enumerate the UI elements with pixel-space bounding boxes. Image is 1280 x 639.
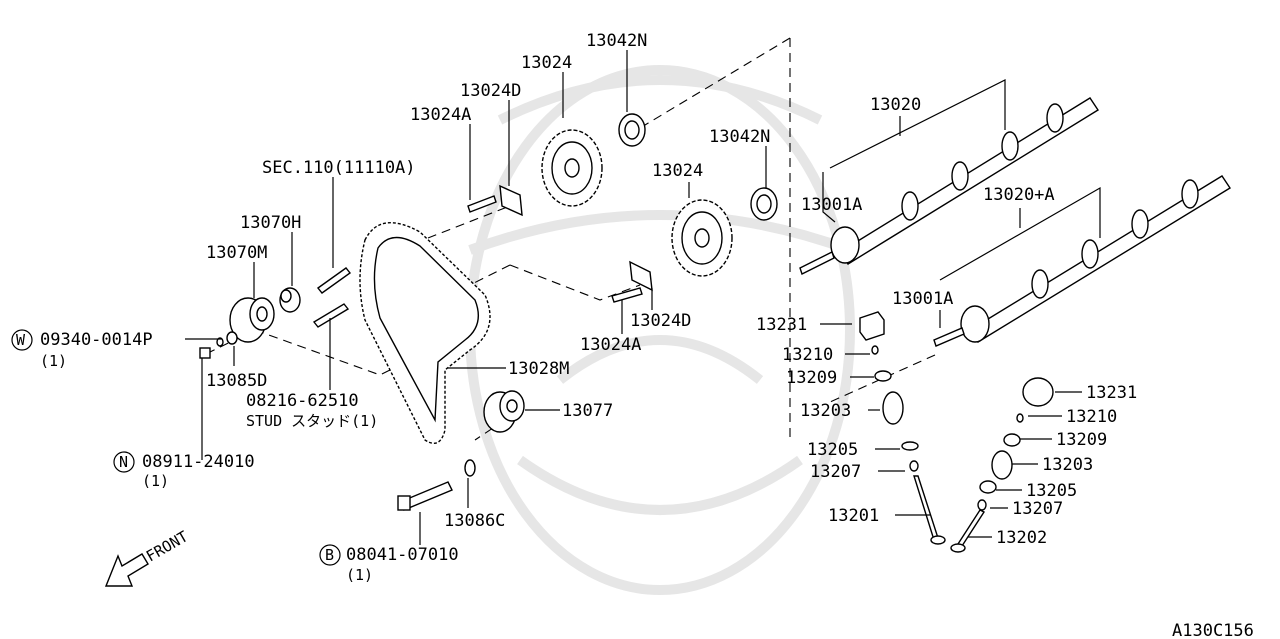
- label-08041: 08041-07010: [346, 545, 459, 565]
- label-09340-qty: (1): [40, 352, 67, 370]
- oil-seal-lower: [750, 187, 778, 221]
- camshaft-upper: [799, 97, 1099, 275]
- tensioner-pulley: [229, 297, 275, 343]
- studs: [312, 267, 352, 328]
- timing-belt: [359, 222, 491, 444]
- label-13020: 13020: [870, 95, 921, 115]
- label-13024d-low: 13024D: [630, 311, 691, 331]
- label-13203-left: 13203: [800, 401, 851, 421]
- label-13085d: 13085D: [206, 371, 267, 391]
- diagram-code: A130C156: [1172, 621, 1254, 639]
- camshaft-sprocket-lower: [671, 199, 733, 277]
- camshaft-lower: [933, 175, 1231, 347]
- plate-bolt-upper: [467, 184, 523, 217]
- tensioner-spring: [279, 287, 301, 313]
- leader-lines: [185, 50, 1101, 545]
- label-13024-top: 13024: [521, 53, 572, 73]
- badge-b-text: B: [325, 546, 334, 564]
- camshaft-sprocket-upper: [541, 129, 603, 207]
- label-13024a-low: 13024A: [580, 335, 641, 355]
- badge-b: B: [319, 544, 341, 566]
- label-13086c: 13086C: [444, 511, 505, 531]
- label-13001a-mid: 13001A: [892, 289, 953, 309]
- label-13205-left: 13205: [807, 440, 858, 460]
- oil-seal-upper: [618, 113, 646, 147]
- label-stud: STUD スタッド(1): [246, 412, 378, 430]
- plate-bolt-lower: [611, 260, 653, 303]
- front-arrow-icon: FRONT: [104, 527, 191, 587]
- label-13028m: 13028M: [508, 359, 569, 379]
- label-13201: 13201: [828, 506, 879, 526]
- label-sec110: SEC.110(11110A): [262, 158, 416, 178]
- label-13020a: 13020+A: [983, 185, 1055, 205]
- label-08216: 08216-62510: [246, 391, 359, 411]
- label-13070m: 13070M: [206, 243, 267, 263]
- label-08911: 08911-24010: [142, 452, 255, 472]
- label-13024a-top: 13024A: [410, 105, 471, 125]
- label-08911-qty: (1): [142, 472, 169, 490]
- label-13209-right: 13209: [1056, 430, 1107, 450]
- label-13042n-mid: 13042N: [709, 127, 770, 147]
- label-13001a-top: 13001A: [801, 195, 862, 215]
- label-13202: 13202: [996, 528, 1047, 548]
- label-13024d-top: 13024D: [460, 81, 521, 101]
- label-13070h: 13070H: [240, 213, 301, 233]
- part-labels: 13042N 13024 13024D 13024A SEC.110(11110…: [40, 31, 1254, 639]
- valve-train-right: [950, 377, 1054, 553]
- small-parts-left: [199, 331, 476, 511]
- label-13205-right: 13205: [1026, 481, 1077, 501]
- label-13207-left: 13207: [810, 462, 861, 482]
- badge-n-text: N: [119, 453, 128, 471]
- label-13210-left: 13210: [782, 345, 833, 365]
- badge-w: W: [11, 329, 33, 351]
- label-13231-right: 13231: [1086, 383, 1137, 403]
- label-09340: 09340-0014P: [40, 330, 153, 350]
- label-13203-right: 13203: [1042, 455, 1093, 475]
- badge-w-text: W: [16, 331, 26, 349]
- badge-n: N: [113, 451, 135, 473]
- label-13024-mid: 13024: [652, 161, 703, 181]
- valve-train-left: [859, 311, 946, 545]
- front-label: FRONT: [143, 527, 191, 565]
- label-13209-left: 13209: [786, 368, 837, 388]
- idler-pulley: [483, 390, 525, 433]
- label-13042n-top: 13042N: [586, 31, 647, 51]
- label-13207-right: 13207: [1012, 499, 1063, 519]
- label-13210-right: 13210: [1066, 407, 1117, 427]
- label-13077: 13077: [562, 401, 613, 421]
- label-13231-left: 13231: [756, 315, 807, 335]
- label-08041-qty: (1): [346, 566, 373, 584]
